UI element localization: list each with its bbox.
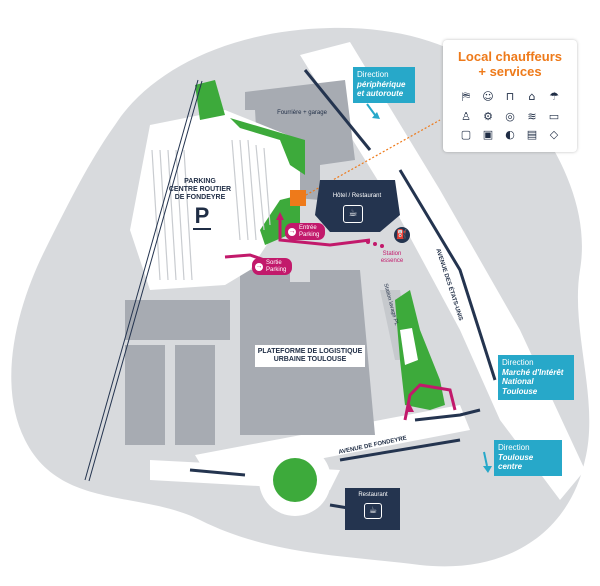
driver-icon: ☺ [482,90,494,103]
station-essence-line1: Station [382,251,402,257]
entree-parking-button: → Entrée Parking [285,223,326,241]
services-legend: Local chauffeurs + services ⛿ ☺ ⊓ ⌂ ☂ ♙ … [443,40,577,152]
rest-icon: ⌂ [528,90,536,103]
parking-label-line2: CENTRE ROUTIER [168,186,232,194]
road-borders [189,69,497,512]
arrow-right-icon: → [288,227,296,236]
plateforme-label-line1: PLATEFORME DE LOGISTIQUE [257,348,363,355]
wifi-icon: ≋ [527,110,537,123]
warehouse-1 [125,300,230,340]
station-essence-line2: essence [380,257,404,264]
sortie-parking-line1: Sortie [266,260,282,266]
railway [84,79,203,482]
parking-label-line3: DE FONDEYRE [174,194,226,202]
parking-symbol-underline [193,228,211,230]
wrench-icon: ⚙ [483,110,493,123]
direction-toulouse-line1: Direction [498,443,530,452]
right-green-island [395,290,445,410]
person-icon: ♙ [461,110,471,123]
warehouse-2 [125,345,165,445]
parking-symbol: P [194,203,210,228]
services-title-line2: + services [478,63,542,79]
entree-parking-line2: Parking [299,231,320,238]
roundabout-center [273,458,317,502]
direction-toulouse-line2: Toulouse centre [498,452,534,472]
sortie-parking-button: → Sortie Parking [252,258,293,276]
warehouse-3 [175,345,215,445]
entree-parking-line1: Entrée [299,225,317,231]
services-location-marker [290,190,306,206]
arrow-right-icon: → [255,262,263,271]
direction-peripherique-line2: périphérique [357,79,406,89]
fourriere-label: Fourrière + garage [277,110,327,116]
direction-peripherique-line3: et autoroute [357,89,404,99]
shower-icon: ☂ [549,90,559,103]
direction-marche: Direction Marché d'Intérêt National Toul… [498,355,574,401]
laundry-icon: ▢ [460,128,472,141]
desk-icon: ⊓ [505,90,515,103]
direction-marche-line3: National Toulouse [502,377,538,396]
parcel-icon: ▣ [482,128,494,141]
sortie-parking-line2: Parking [266,266,287,273]
direction-peripherique-line1: Direction [357,70,389,79]
restaurant-icon: ☕ [364,503,382,519]
car-wash-icon: ◐ [505,128,515,141]
lift-icon: ⛿ [462,90,470,103]
services-title: Local chauffeurs + services [443,49,577,80]
hotel-restaurant-icon: ☕ [343,205,363,223]
plateforme-label: PLATEFORME DE LOGISTIQUE URBAINE TOULOUS… [255,345,365,368]
station-essence-label: Station essence [372,251,412,265]
plateforme-label-line2: URBAINE TOULOUSE [273,356,347,364]
direction-toulouse: Direction Toulouse centre [494,440,562,476]
bed-icon: ▭ [548,110,560,123]
direction-peripherique: Direction périphérique et autoroute [353,67,415,103]
parking-label: PARKING CENTRE ROUTIER DE FONDEYRE [165,178,235,202]
station-dots [366,240,384,248]
restaurant-label: Restaurant [358,492,388,498]
fitness-icon: ◇ [549,128,559,141]
tv-icon: ▤ [526,128,538,141]
direction-marche-line2: Marché d'Intérêt [502,367,564,377]
tire-icon: ◎ [505,110,515,123]
hotel-label: Hôtel / Restaurant [332,193,382,199]
parking-label-line1: PARKING [184,178,216,185]
direction-marche-line1: Direction [502,358,534,367]
fuel-station-icon: ⛽ [394,227,410,243]
services-title-line1: Local chauffeurs [457,49,563,64]
